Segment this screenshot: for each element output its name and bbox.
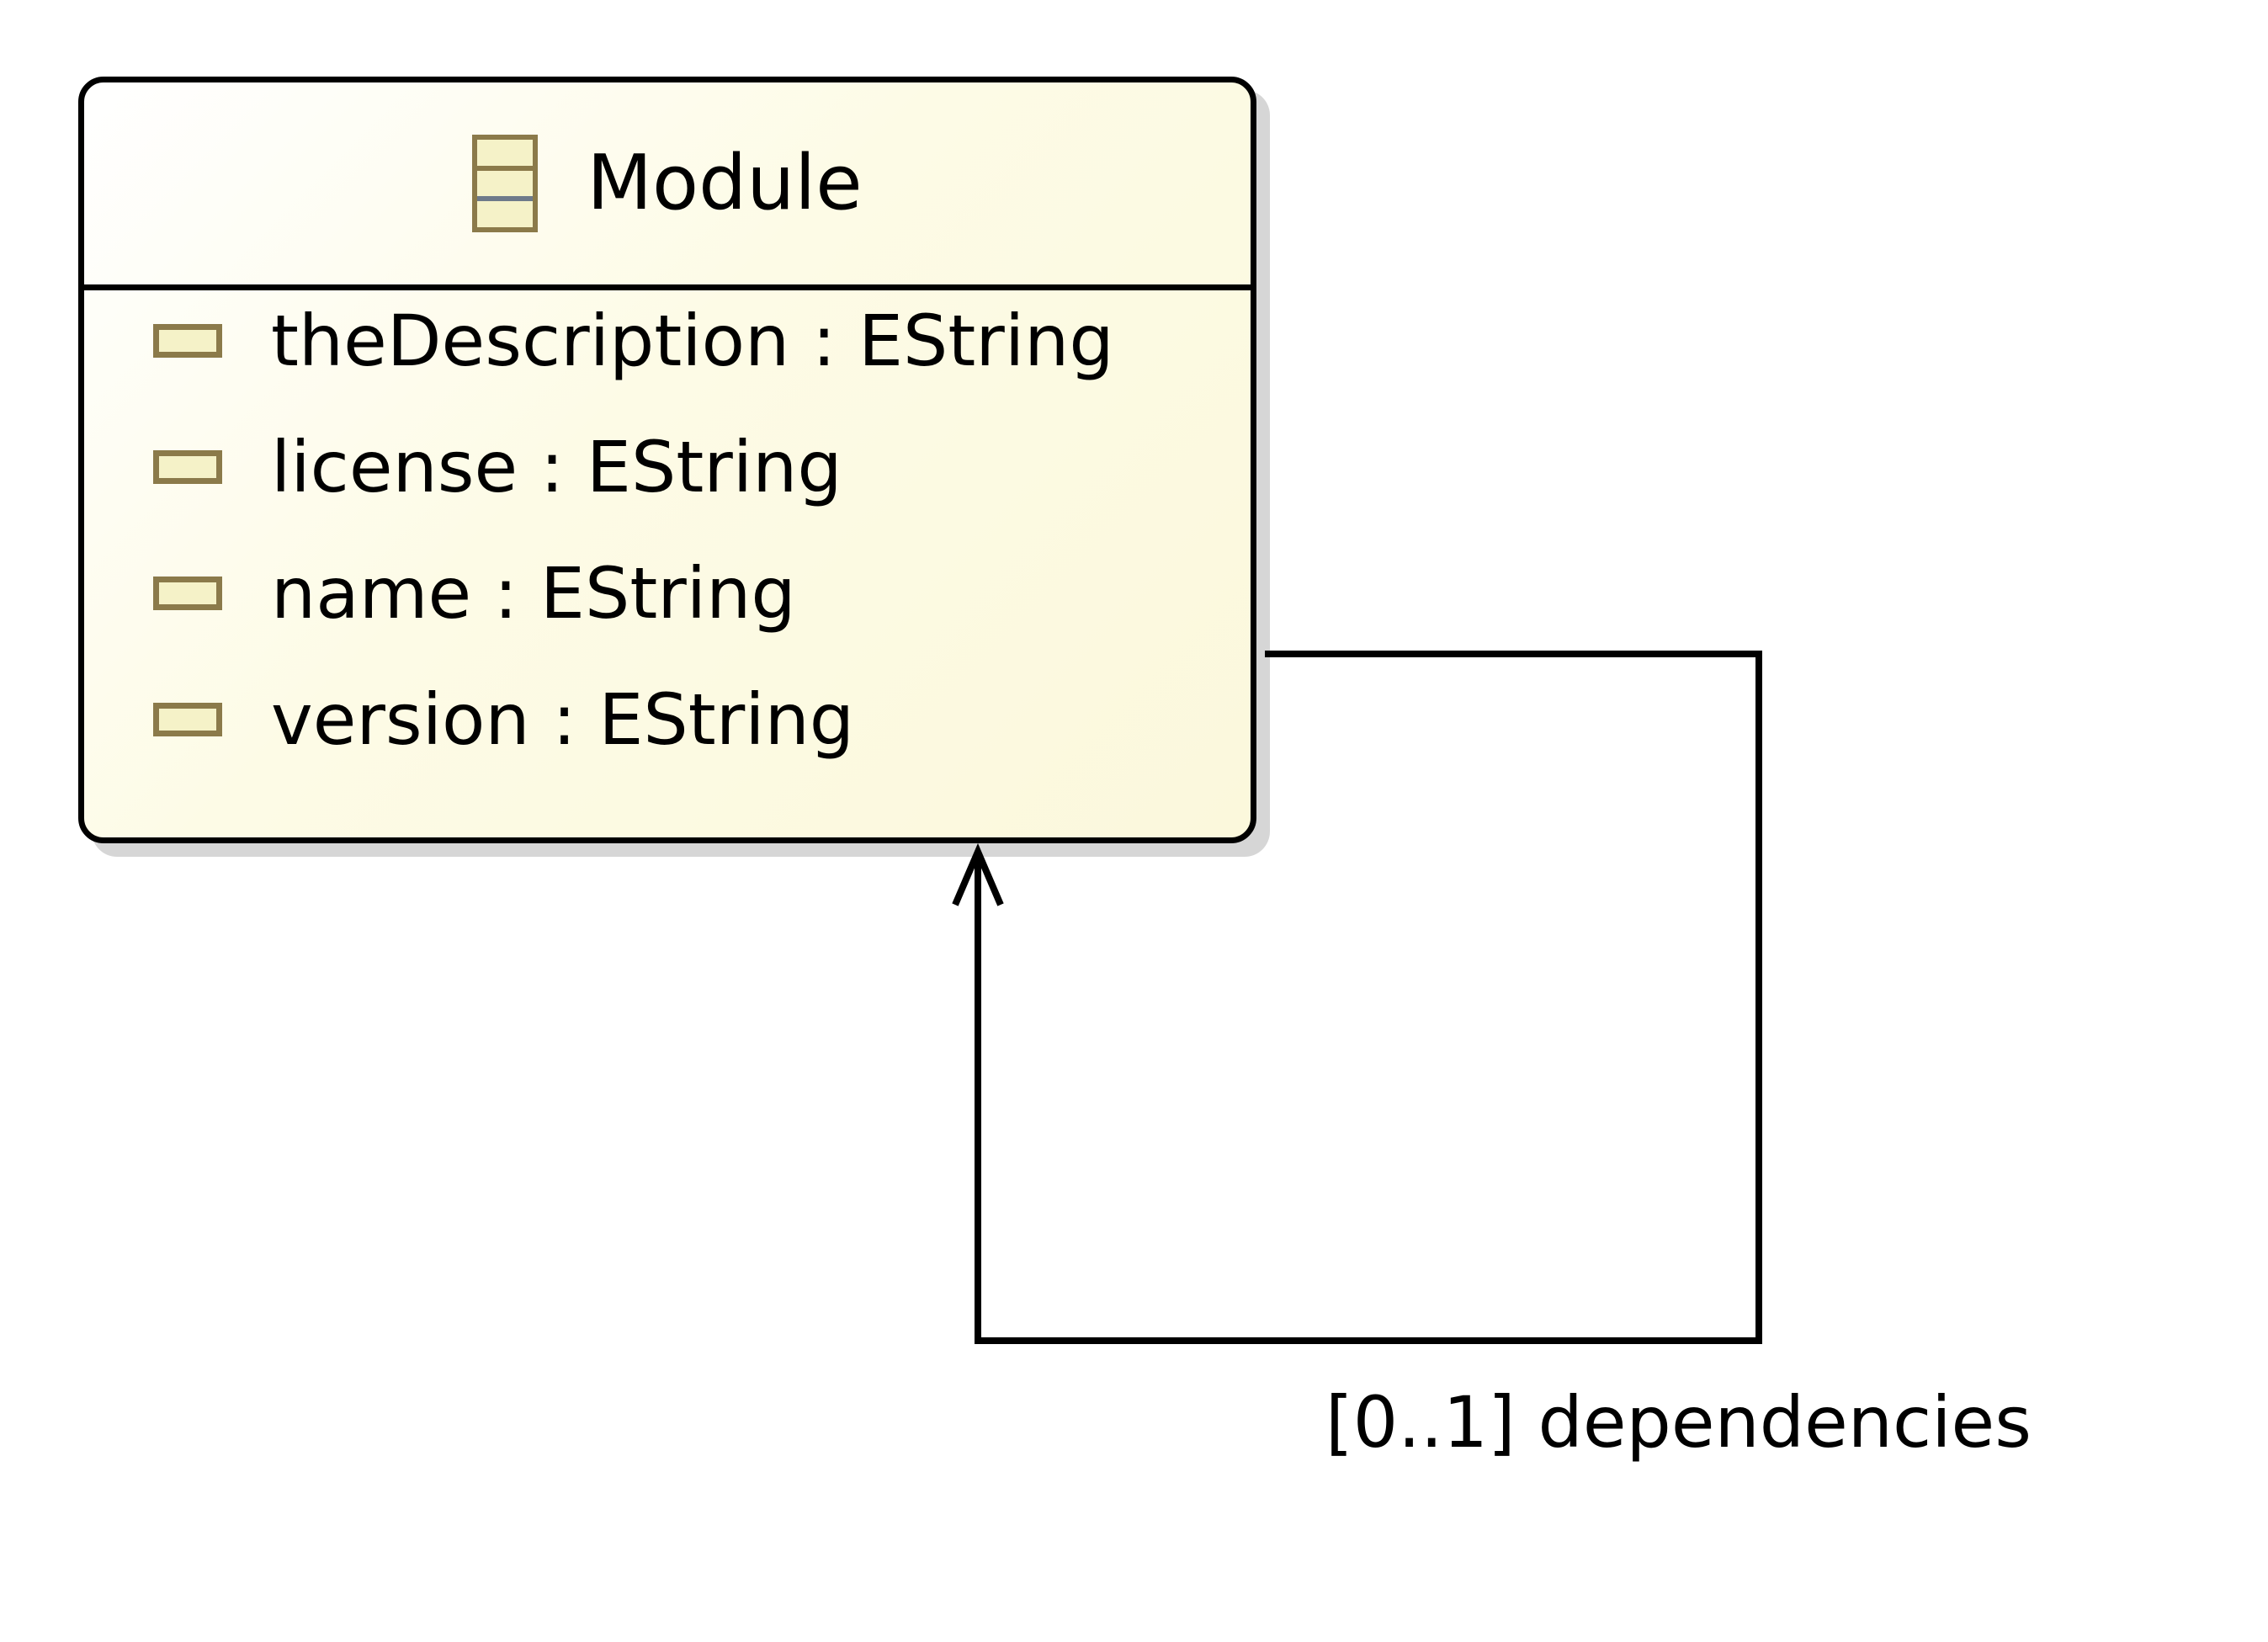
reference-line[interactable] (975, 651, 1762, 1344)
reference-label: [0..1] dependencies (1325, 1381, 2032, 1464)
attribute-label: version : EString (271, 678, 855, 761)
eattribute-icon (153, 703, 222, 736)
attribute-row[interactable]: license : EString (153, 417, 842, 518)
attribute-row[interactable]: name : EString (153, 543, 796, 644)
class-module[interactable]: Module theDescription : EString license … (78, 77, 1256, 843)
eattribute-icon (153, 577, 222, 610)
class-header: Module (84, 82, 1251, 290)
attribute-row[interactable]: version : EString (153, 669, 854, 770)
eclass-icon (472, 135, 539, 232)
attribute-label: license : EString (271, 426, 842, 508)
arrow-head-icon (952, 842, 1004, 906)
class-name: Module (587, 139, 863, 227)
attribute-label: theDescription : EString (271, 300, 1114, 382)
eattribute-icon (153, 324, 222, 358)
eattribute-icon (153, 450, 222, 484)
attribute-label: name : EString (271, 552, 796, 635)
attribute-row[interactable]: theDescription : EString (153, 290, 1114, 391)
